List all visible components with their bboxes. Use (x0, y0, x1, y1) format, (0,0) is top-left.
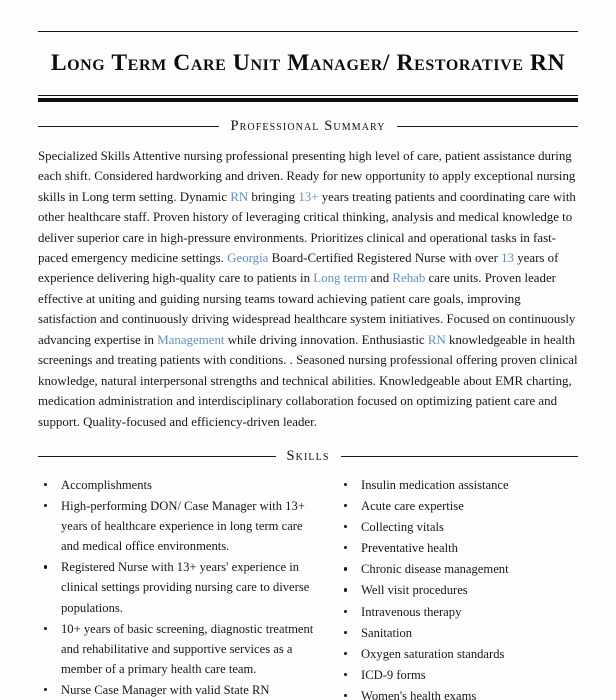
summary-keyword: Georgia (227, 250, 269, 265)
summary-keyword: Management (157, 332, 225, 347)
professional-summary-text: Specialized Skills Attentive nursing pro… (38, 148, 578, 429)
section-heading-professional-summary: Professional Summary (38, 117, 579, 135)
section-heading-label: Skills (286, 448, 330, 465)
list-item: Nurse Case Manager with valid State RN L… (38, 680, 314, 700)
summary-keyword: 13+ (298, 189, 319, 204)
list-item: Well visit procedures (338, 580, 578, 600)
list-item: Registered Nurse with 13+ years' experie… (38, 557, 314, 617)
list-item: Sanitation (338, 623, 578, 643)
list-item: Preventative health (338, 538, 578, 558)
list-item: Chronic disease management (338, 559, 578, 579)
section-heading-label: Professional Summary (230, 117, 386, 134)
section-rule-right (396, 125, 579, 127)
list-item: Oxygen saturation standards (338, 644, 578, 664)
section-rule-left (38, 125, 220, 127)
list-item: Intravenous therapy (338, 602, 578, 622)
summary-keyword: RN (427, 332, 446, 347)
summary-keyword: Rehab (392, 271, 426, 286)
list-item: Acute care expertise (338, 496, 578, 516)
list-item: Collecting vitals (338, 517, 578, 537)
list-item: ICD-9 forms (338, 665, 578, 685)
summary-keyword: Long term (313, 271, 368, 286)
list-item: High-performing DON/ Case Manager with 1… (38, 496, 314, 556)
header-rule-thick (38, 98, 578, 102)
section-rule-right (340, 456, 578, 458)
section-rule-left (38, 456, 276, 458)
page-title: Long Term Care Unit Manager/ Restorative… (50, 50, 566, 76)
list-item: Accomplishments (38, 475, 314, 495)
header-top-rule (38, 31, 578, 32)
list-item: Women's health exams (338, 686, 578, 700)
header-double-rule (38, 95, 578, 102)
summary-keyword: RN (230, 189, 249, 204)
list-item: Insulin medication assistance (338, 475, 578, 495)
list-item: 10+ years of basic screening, diagnostic… (38, 619, 314, 679)
section-heading-skills: Skills (38, 448, 578, 465)
summary-keyword: 13 (501, 250, 514, 265)
header-rule-thin (38, 95, 578, 97)
